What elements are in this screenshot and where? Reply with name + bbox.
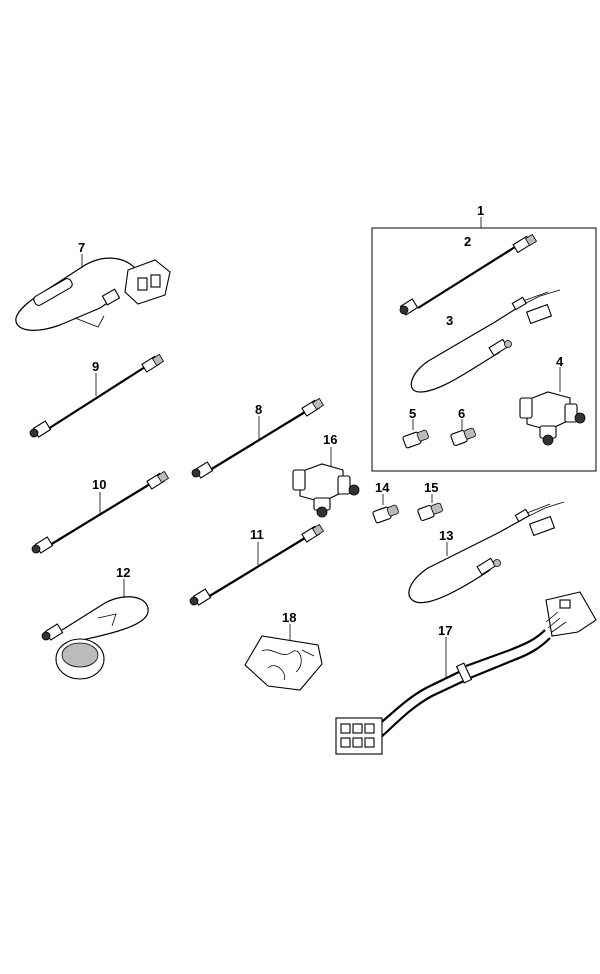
part-16-t-connector [292, 447, 360, 518]
part-10-drop-cable [31, 470, 170, 554]
part-9-drop-cable [29, 353, 165, 438]
callout-3: 3 [446, 313, 453, 328]
callout-17: 17 [438, 623, 452, 638]
part-5-terminator [402, 419, 429, 449]
part-11-drop-cable [189, 523, 325, 606]
callout-18: 18 [282, 610, 296, 625]
callout-13: 13 [439, 528, 453, 543]
callout-14: 14 [375, 480, 390, 495]
part-8-backbone-cable [191, 397, 325, 479]
callout-16: 16 [323, 432, 337, 447]
callout-12: 12 [116, 565, 130, 580]
part-18-parts-bag [244, 624, 323, 691]
part-15-terminator [417, 494, 443, 522]
callout-7: 7 [78, 240, 85, 255]
part-3-power-cable [410, 289, 561, 393]
part-4-t-connector [519, 367, 586, 446]
part-7-sensor-cable [15, 254, 171, 331]
callout-15: 15 [424, 480, 438, 495]
kit-1-group-box [371, 227, 597, 472]
callout-11: 11 [250, 527, 264, 542]
callout-10: 10 [92, 477, 106, 492]
part-2-cable [399, 233, 538, 316]
callout-5: 5 [409, 406, 416, 421]
part-12-sensor [41, 579, 149, 680]
part-14-terminator [372, 494, 399, 524]
callout-2: 2 [464, 234, 471, 249]
callout-9: 9 [92, 359, 99, 374]
callout-6: 6 [458, 406, 465, 421]
part-17-wire-harness [335, 591, 597, 755]
part-13-power-cable [408, 501, 565, 604]
callout-labels: 1 2 3 4 5 6 7 8 9 10 11 12 13 14 15 16 1… [78, 203, 564, 638]
part-6-terminator [450, 419, 476, 447]
callout-4: 4 [556, 354, 564, 369]
callout-1: 1 [477, 203, 484, 218]
callout-8: 8 [255, 402, 262, 417]
